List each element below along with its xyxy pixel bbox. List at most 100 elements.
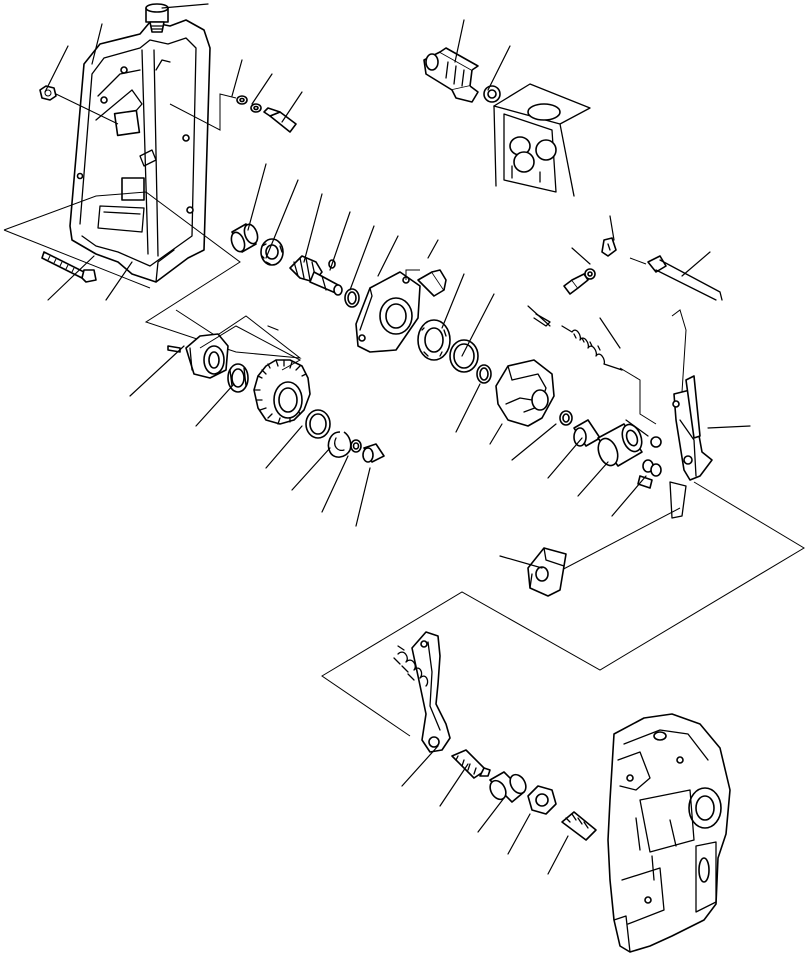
leader-line bbox=[129, 345, 185, 397]
snap-ring-small bbox=[476, 364, 492, 384]
fork-washer bbox=[559, 410, 573, 426]
plunger-nut-sleeve bbox=[489, 771, 527, 803]
leader-line bbox=[625, 419, 649, 437]
leader-line bbox=[265, 425, 303, 469]
washer-guide-line bbox=[169, 93, 237, 131]
nut bbox=[39, 85, 57, 101]
leader-line bbox=[105, 261, 133, 301]
leader-line bbox=[251, 73, 273, 105]
leader-line bbox=[91, 23, 103, 65]
gear-washer-small bbox=[350, 439, 362, 453]
shaft-o-ring bbox=[344, 288, 360, 308]
gear-hub bbox=[185, 333, 229, 379]
leader-line bbox=[489, 423, 503, 445]
link-washer bbox=[584, 268, 596, 280]
leader-line bbox=[321, 455, 349, 513]
leader-line bbox=[349, 225, 375, 291]
leader-line bbox=[441, 273, 465, 329]
leader-line bbox=[281, 91, 303, 123]
nut-guide-line bbox=[55, 93, 119, 125]
lever-spring bbox=[393, 645, 429, 687]
fork-bushing bbox=[573, 419, 601, 447]
link-bolt bbox=[563, 273, 589, 295]
leader-line bbox=[303, 193, 323, 263]
shift-lever-bracket bbox=[669, 375, 713, 519]
leader-line bbox=[427, 239, 439, 259]
rod-guide-line bbox=[671, 309, 687, 393]
leader-line bbox=[401, 745, 439, 787]
leader-line bbox=[547, 437, 583, 479]
hub-pin bbox=[167, 345, 181, 353]
lock-nut bbox=[527, 785, 557, 815]
solenoid-sensor bbox=[423, 47, 479, 103]
lever-pin bbox=[650, 436, 662, 448]
leader-line bbox=[377, 235, 399, 277]
transmission-case bbox=[607, 713, 731, 953]
block-guide-line bbox=[553, 507, 681, 575]
leader-line bbox=[611, 475, 647, 517]
leader-line bbox=[547, 835, 569, 875]
gear-guide-line bbox=[199, 325, 302, 371]
breather-cap bbox=[145, 3, 169, 33]
fork-sleeve bbox=[597, 423, 643, 467]
leader-line bbox=[267, 325, 279, 331]
leader-line bbox=[195, 383, 235, 427]
housing-guide-line-2 bbox=[3, 229, 151, 289]
long-bolt bbox=[41, 251, 97, 283]
leader-line bbox=[47, 255, 95, 301]
gear-collar bbox=[362, 443, 385, 463]
leader-line bbox=[507, 813, 531, 855]
housing-guide-lines bbox=[3, 191, 302, 359]
housing-cover bbox=[69, 19, 211, 283]
leader-line bbox=[707, 425, 751, 429]
leader-line bbox=[265, 179, 299, 259]
lower-guide-lines bbox=[321, 481, 805, 737]
housing-seal bbox=[250, 103, 262, 113]
ball-bearing-small bbox=[260, 238, 284, 266]
leader-line bbox=[477, 797, 505, 833]
lever-washers bbox=[637, 459, 662, 489]
leader-line bbox=[455, 383, 481, 433]
leader-line bbox=[511, 423, 557, 461]
leader-line bbox=[599, 317, 621, 349]
flange-bolt bbox=[405, 269, 447, 297]
leader-line bbox=[355, 467, 371, 527]
detent-plunger bbox=[451, 749, 491, 779]
leader-line bbox=[329, 211, 351, 271]
leader-line bbox=[439, 763, 469, 807]
leader-line bbox=[527, 305, 551, 327]
leader-line bbox=[44, 45, 69, 93]
leader-line bbox=[247, 163, 267, 231]
link-clip bbox=[601, 237, 617, 257]
sensor-o-ring bbox=[483, 85, 501, 103]
bushing-sleeve bbox=[230, 223, 259, 253]
shift-fork bbox=[495, 359, 555, 427]
adjust-screw bbox=[561, 811, 597, 841]
leader-line bbox=[231, 59, 243, 97]
gear-snap-ring bbox=[327, 431, 352, 458]
gear-thrust-washer bbox=[305, 409, 331, 439]
ball-bearing-large bbox=[417, 319, 451, 361]
leader-line bbox=[609, 215, 615, 241]
drive-pinion-shaft bbox=[289, 255, 343, 296]
mounting-block bbox=[493, 83, 591, 197]
return-spring bbox=[561, 325, 623, 371]
leader-line bbox=[487, 45, 511, 91]
bearing-retainer-flange bbox=[355, 271, 421, 353]
spur-gear bbox=[253, 359, 311, 425]
lower-lever bbox=[411, 631, 451, 753]
leader-line bbox=[499, 555, 543, 569]
leader-line bbox=[681, 251, 711, 277]
control-rod bbox=[629, 255, 723, 301]
leader-line bbox=[454, 19, 465, 63]
leader-line bbox=[291, 447, 331, 491]
slide-block bbox=[527, 547, 567, 597]
leader-line bbox=[571, 247, 591, 265]
leader-line bbox=[577, 461, 609, 497]
leader-line bbox=[461, 293, 495, 357]
snap-ring-large bbox=[449, 339, 479, 373]
leader-line bbox=[161, 3, 209, 9]
housing-bolt bbox=[263, 107, 297, 133]
